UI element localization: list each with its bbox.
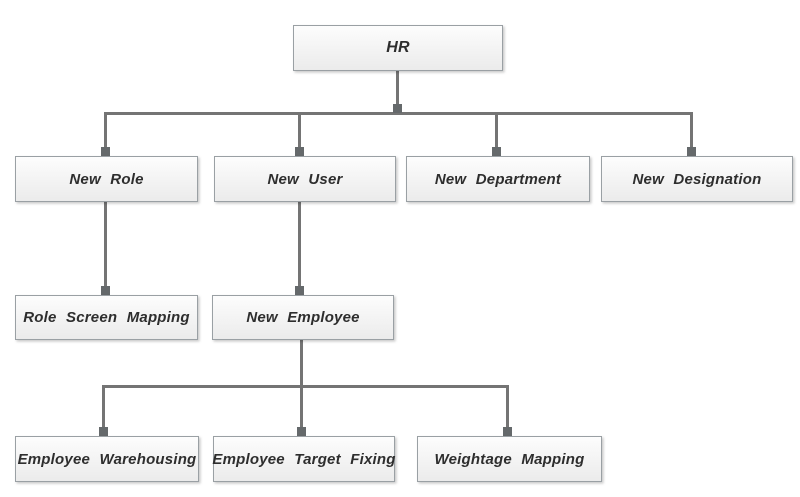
connector-line	[396, 71, 399, 115]
connector-junction-marker	[101, 286, 110, 295]
node-weightage-mapping: Weightage Mapping	[417, 436, 602, 482]
connector-junction-marker	[99, 427, 108, 436]
node-hr: HR	[293, 25, 503, 71]
node-new-designation: New Designation	[601, 156, 793, 202]
connector-junction-marker	[687, 147, 696, 156]
connector-line	[298, 112, 301, 157]
connector-junction-marker	[297, 427, 306, 436]
connector-junction-marker	[503, 427, 512, 436]
connector-junction-marker	[295, 147, 304, 156]
connector-line	[104, 202, 107, 295]
connector-line	[102, 385, 105, 436]
connector-junction-marker	[295, 286, 304, 295]
connector-line	[104, 112, 693, 115]
connector-line	[102, 385, 509, 388]
connector-junction-marker	[393, 104, 402, 113]
node-new-department: New Department	[406, 156, 590, 202]
connector-line	[495, 112, 498, 157]
node-employee-warehousing: Employee Warehousing	[15, 436, 199, 482]
node-new-user: New User	[214, 156, 396, 202]
node-new-role: New Role	[15, 156, 198, 202]
connector-junction-marker	[492, 147, 501, 156]
connector-line	[300, 340, 303, 436]
connector-line	[506, 385, 509, 436]
connector-line	[298, 202, 301, 295]
connector-line	[690, 112, 693, 157]
connector-junction-marker	[101, 147, 110, 156]
node-role-screen-mapping: Role Screen Mapping	[15, 295, 198, 340]
connector-line	[104, 112, 107, 157]
node-new-employee: New Employee	[212, 295, 394, 340]
node-employee-target-fixing: Employee Target Fixing	[212, 436, 395, 482]
